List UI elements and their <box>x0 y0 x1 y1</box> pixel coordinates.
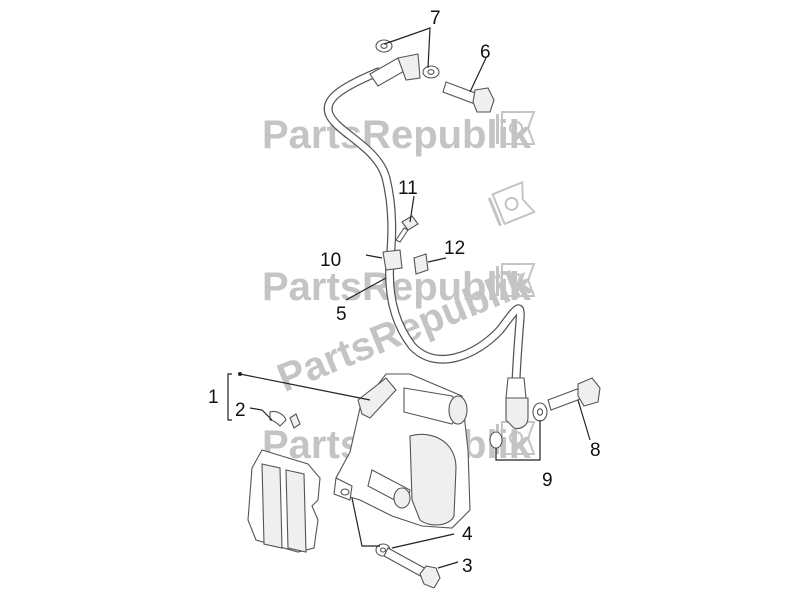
callout-2: 2 <box>235 400 246 421</box>
callout-8: 8 <box>590 440 601 461</box>
callout-9: 9 <box>542 470 553 491</box>
callout-labels: 1 2 3 4 5 6 7 8 9 10 11 12 <box>208 8 601 577</box>
washer-9b <box>489 431 503 449</box>
callout-1: 1 <box>208 387 219 408</box>
callout-10: 10 <box>320 250 341 271</box>
callout-6: 6 <box>480 42 491 63</box>
leader-lines <box>227 27 591 569</box>
callout-3: 3 <box>462 556 473 577</box>
watermark-text: PartsRepublik <box>262 113 532 157</box>
callout-4: 4 <box>462 524 473 545</box>
callout-7: 7 <box>430 8 441 29</box>
bolt-3 <box>383 547 441 589</box>
banjo-bolt-6 <box>442 81 495 113</box>
screw-11 <box>395 215 419 243</box>
washer-7b <box>422 65 440 79</box>
brake-hose <box>323 53 529 430</box>
brake-caliper <box>333 373 471 529</box>
callout-5: 5 <box>336 304 347 325</box>
watermark-text: PartsRepublik <box>262 265 532 309</box>
watermark-logo-icon <box>487 180 536 227</box>
brake-pads <box>247 410 321 553</box>
bolt-8 <box>547 377 601 411</box>
watermark-logo-icon <box>496 111 536 145</box>
clip-12 <box>413 253 429 275</box>
watermark-logo-icon <box>496 263 536 297</box>
callout-11: 11 <box>398 178 418 199</box>
callout-12: 12 <box>444 238 465 259</box>
washer-9a <box>532 402 548 422</box>
